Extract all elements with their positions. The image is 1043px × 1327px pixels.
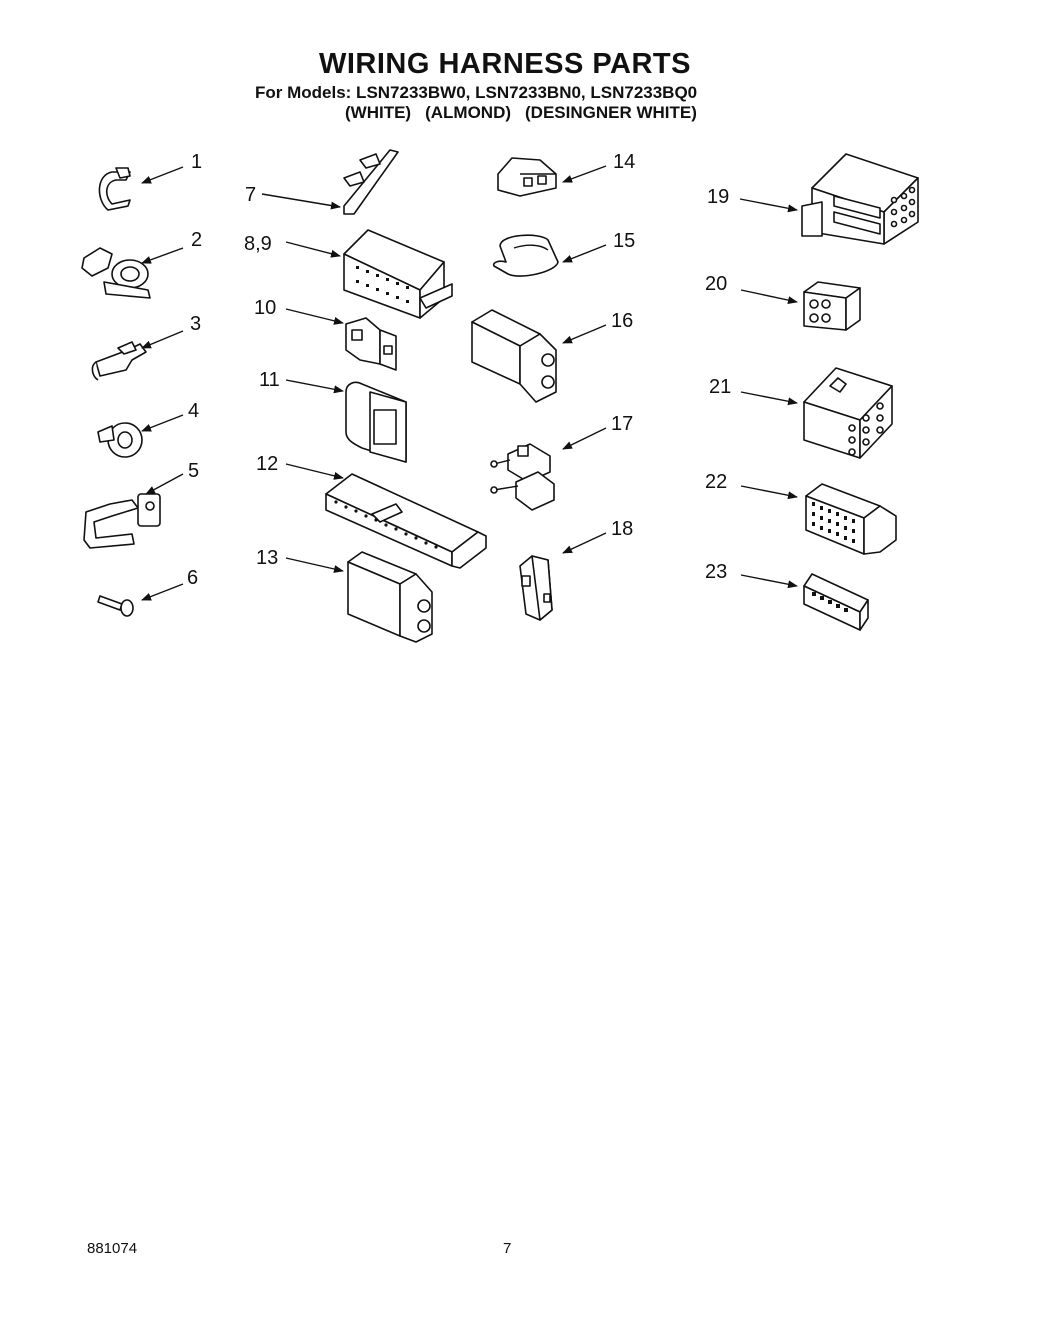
callout-13: 13 bbox=[256, 547, 278, 569]
leader-10 bbox=[285, 308, 344, 325]
leader-7 bbox=[261, 193, 341, 210]
color-white: (WHITE) bbox=[345, 103, 412, 122]
callout-18: 18 bbox=[611, 518, 633, 540]
part-19-large-connector bbox=[801, 153, 919, 245]
callout-22: 22 bbox=[705, 471, 727, 493]
callout-11: 11 bbox=[259, 369, 280, 391]
callout-16: 16 bbox=[611, 310, 633, 332]
callout-12: 12 bbox=[256, 453, 278, 475]
leader-1 bbox=[141, 166, 184, 184]
callout-19: 19 bbox=[707, 186, 729, 208]
callout-5: 5 bbox=[188, 460, 199, 482]
callout-4: 4 bbox=[188, 400, 199, 422]
part-10-terminal-block bbox=[345, 317, 397, 371]
part-13-two-pin-housing bbox=[347, 551, 433, 643]
callout-6: 6 bbox=[187, 567, 198, 589]
page-title: WIRING HARNESS PARTS bbox=[319, 48, 691, 80]
models-line: For Models: LSN7233BW0, LSN7233BN0, LSN7… bbox=[255, 83, 698, 102]
part-4-grommet bbox=[97, 422, 143, 458]
part-8-9-multi-pin-housing bbox=[343, 229, 453, 319]
callout-2: 2 bbox=[191, 229, 202, 251]
document-number: 881074 bbox=[87, 1240, 138, 1257]
callout-17: 17 bbox=[611, 413, 633, 435]
callout-3: 3 bbox=[190, 313, 201, 335]
color-designer-white: (DESINGNER WHITE) bbox=[525, 103, 697, 122]
part-6-screw bbox=[97, 595, 134, 617]
callout-7: 7 bbox=[245, 184, 256, 206]
part-12-strip-connector bbox=[325, 473, 487, 569]
leader-18 bbox=[562, 532, 607, 554]
part-18-latch-housing bbox=[519, 555, 553, 621]
part-1-clip bbox=[98, 167, 131, 211]
callout-1: 1 bbox=[191, 151, 202, 173]
callout-14: 14 bbox=[613, 151, 635, 173]
leader-3 bbox=[141, 330, 184, 349]
leader-5 bbox=[145, 473, 184, 495]
leader-22 bbox=[740, 485, 798, 500]
part-21-block-connector bbox=[803, 367, 893, 459]
callout-10: 10 bbox=[254, 297, 276, 319]
callout-20: 20 bbox=[705, 273, 727, 295]
part-3-bracket bbox=[91, 341, 147, 381]
part-15-sleeve bbox=[492, 234, 559, 277]
leader-21 bbox=[740, 391, 798, 406]
leader-20 bbox=[740, 289, 798, 305]
leader-13 bbox=[285, 557, 344, 573]
color-almond: (ALMOND) bbox=[425, 103, 512, 122]
callout-21: 21 bbox=[709, 376, 731, 398]
page-number: 7 bbox=[503, 1240, 512, 1257]
part-16-two-pin-housing bbox=[471, 309, 557, 403]
callout-8-9: 8,9 bbox=[244, 233, 272, 255]
part-7-connector-strip bbox=[343, 149, 399, 215]
leader-6 bbox=[141, 583, 184, 601]
leader-17 bbox=[562, 427, 607, 450]
leader-16 bbox=[562, 324, 607, 344]
leader-23 bbox=[740, 574, 798, 589]
leader-4 bbox=[141, 414, 184, 432]
callout-15: 15 bbox=[613, 230, 635, 252]
leader-8-9 bbox=[285, 241, 341, 258]
part-5-cable-clamp bbox=[83, 493, 161, 549]
part-23-edge-connector bbox=[803, 573, 869, 631]
leader-2 bbox=[141, 247, 184, 264]
part-2-clamp bbox=[81, 247, 151, 299]
part-17-terminal-pair bbox=[490, 443, 555, 511]
part-22-grid-connector bbox=[805, 483, 897, 555]
leader-11 bbox=[285, 379, 344, 394]
leader-14 bbox=[562, 165, 607, 183]
leader-19 bbox=[739, 198, 798, 213]
callout-23: 23 bbox=[705, 561, 727, 583]
color-variants: (WHITE) (ALMOND) (DESINGNER WHITE) bbox=[345, 103, 711, 123]
leader-12 bbox=[285, 463, 344, 480]
leader-15 bbox=[562, 244, 607, 263]
part-14-small-connector bbox=[497, 157, 557, 197]
part-11-plug-connector bbox=[345, 381, 407, 463]
part-20-cube-connector bbox=[803, 281, 861, 331]
